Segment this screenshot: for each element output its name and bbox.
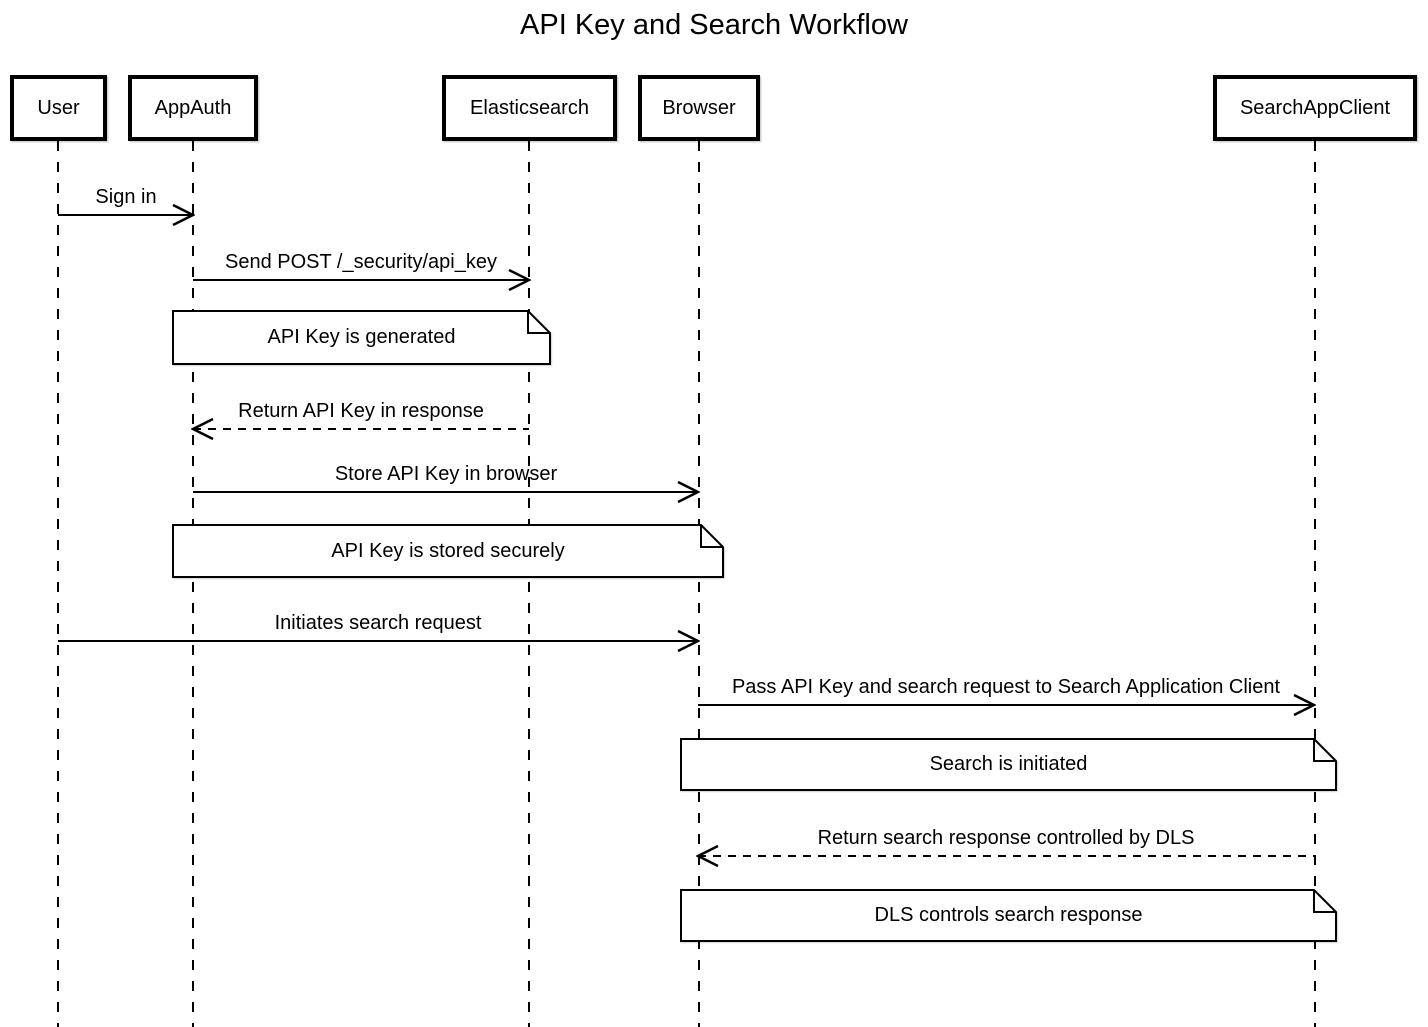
message-label: Initiates search request [274,612,482,634]
message-line [58,640,698,642]
message-line [193,279,529,281]
participant-user: User [10,75,107,141]
note-label: Search is initiated [929,753,1088,775]
arrowhead-right-icon [1293,693,1316,717]
note-shape [172,310,551,365]
arrowhead-right-icon [677,629,700,653]
note-shape [680,889,1337,942]
participant-elasticsearch: Elasticsearch [442,75,617,141]
message-line [698,855,1314,857]
note-search-initiated: Search is initiated [680,738,1337,791]
diagram-title: API Key and Search Workflow [520,9,908,41]
message-line [58,214,193,216]
lifeline-user [57,141,59,1027]
message-line [698,704,1314,706]
note-label: DLS controls search response [874,904,1143,926]
message-label: Return search response controlled by DLS [817,827,1195,849]
arrowhead-right-icon [508,268,531,292]
note-label: API Key is generated [267,326,456,348]
lifeline-browser [698,141,700,1027]
arrowhead-left-icon [191,417,214,441]
arrowhead-right-icon [172,203,195,227]
message-label: Return API Key in response [238,400,484,422]
lifeline-elasticsearch [528,141,530,1027]
participant-browser: Browser [638,75,760,141]
note-api-key-stored: API Key is stored securely [172,524,724,578]
note-label: API Key is stored securely [331,539,565,562]
message-line [193,491,698,493]
message-label: Store API Key in browser [334,463,558,485]
lifeline-appauth [192,141,194,1027]
arrowhead-left-icon [696,844,719,868]
note-dls-controls: DLS controls search response [680,889,1337,942]
message-label: Pass API Key and search request to Searc… [731,676,1281,698]
lifeline-searchappclient [1314,141,1316,1027]
message-line [193,428,529,430]
participant-searchappclient: SearchAppClient [1213,75,1417,141]
message-label: Send POST /_security/api_key [225,251,497,273]
note-api-key-generated: API Key is generated [172,310,551,365]
participant-appauth: AppAuth [128,75,258,141]
message-label: Sign in [95,186,157,208]
arrowhead-right-icon [677,480,700,504]
note-shape [172,524,724,578]
note-shape [680,738,1337,791]
